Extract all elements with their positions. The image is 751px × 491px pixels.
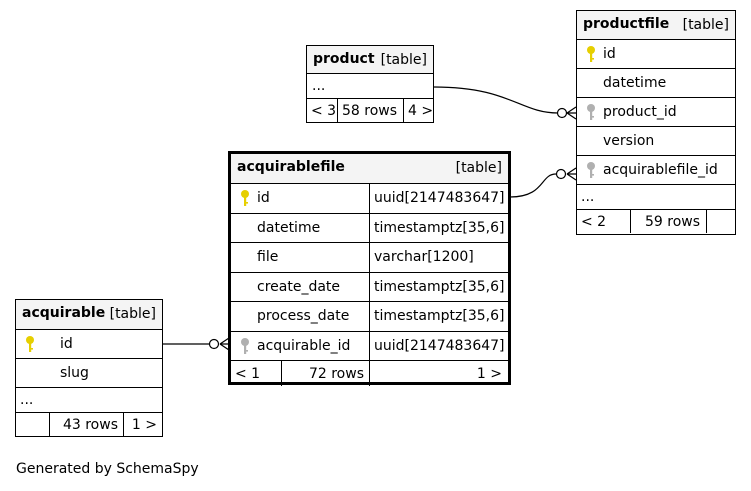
column-name: file — [257, 249, 279, 266]
column-name: process_date — [257, 308, 350, 325]
table-name: product — [313, 51, 375, 67]
link-optional-marker — [208, 338, 220, 350]
column-row[interactable]: process_date timestamptz[35,6] — [231, 302, 508, 332]
column-row[interactable]: id uuid[2147483647] — [231, 184, 508, 214]
column-row[interactable]: acquirable_id uuid[2147483647] — [231, 331, 508, 361]
children-count[interactable] — [706, 210, 707, 233]
column-name: slug — [60, 365, 89, 381]
column-name: acquirable_id — [257, 337, 351, 354]
table-acquirable[interactable]: acquirable [table] id slug ... 43 rows 1… — [15, 299, 163, 437]
table-footer: < 3 58 rows 4 > — [307, 99, 433, 122]
column-type: timestamptz[35,6] — [369, 272, 504, 301]
column-row[interactable]: datetime — [577, 69, 735, 98]
foreign-key-icon — [587, 104, 595, 120]
column-name: id — [257, 190, 270, 207]
parents-count[interactable]: < 2 — [581, 213, 607, 230]
table-footer: < 2 59 rows — [577, 210, 735, 233]
more-columns-row: ... — [16, 388, 162, 413]
column-name: acquirablefile_id — [603, 162, 718, 178]
foreign-key-icon — [241, 337, 249, 354]
column-row[interactable]: product_id — [577, 98, 735, 127]
more-columns-row: ... — [307, 74, 433, 99]
table-productfile[interactable]: productfile [table] id datetime product_… — [576, 10, 736, 235]
table-tag: [table] — [109, 306, 156, 322]
table-acquirablefile[interactable]: acquirablefile [table] id uuid[214748364… — [228, 151, 511, 386]
link-crowfoot-marker — [566, 106, 577, 120]
row-count: 72 rows — [281, 361, 369, 386]
column-type: timestamptz[35,6] — [369, 213, 504, 242]
link-crowfoot-marker — [219, 337, 230, 351]
column-name: create_date — [257, 278, 341, 295]
parents-count[interactable]: < 3 — [311, 102, 337, 119]
table-footer: < 1 72 rows 1 > — [231, 361, 508, 386]
children-count[interactable]: 1 > — [369, 361, 508, 386]
foreign-key-icon — [587, 162, 595, 178]
column-row[interactable]: id — [577, 40, 735, 69]
column-name: product_id — [603, 104, 677, 120]
generated-by-label: Generated by SchemaSpy — [16, 461, 199, 477]
primary-key-icon — [587, 46, 595, 62]
more-columns-row: ... — [577, 185, 735, 210]
parents-count[interactable]: < 1 — [235, 365, 261, 382]
table-footer: 43 rows 1 > — [16, 413, 162, 436]
table-name: acquirablefile — [237, 159, 345, 175]
link-acquirablefile-productfile — [509, 173, 557, 198]
table-header[interactable]: product [table] — [307, 46, 433, 74]
table-header[interactable]: acquirablefile [table] — [231, 154, 508, 184]
link-optional-marker — [555, 168, 567, 180]
more-columns: ... — [581, 189, 595, 205]
column-row[interactable]: slug — [16, 359, 162, 388]
table-tag: [table] — [380, 52, 427, 68]
column-type: uuid[2147483647] — [369, 331, 505, 360]
column-row[interactable]: file varchar[1200] — [231, 243, 508, 273]
table-name: acquirable — [22, 305, 106, 321]
column-row[interactable]: acquirablefile_id — [577, 156, 735, 185]
primary-key-icon — [241, 190, 249, 207]
primary-key-icon — [26, 336, 34, 352]
row-count: 43 rows — [49, 413, 123, 436]
column-name: datetime — [257, 219, 321, 236]
column-row[interactable]: create_date timestamptz[35,6] — [231, 272, 508, 302]
table-name: productfile — [583, 16, 670, 32]
more-columns: ... — [312, 78, 326, 94]
column-name: id — [603, 46, 616, 62]
column-type: timestamptz[35,6] — [369, 302, 504, 331]
column-type: varchar[1200] — [369, 243, 474, 272]
column-name: id — [60, 336, 73, 352]
column-name: version — [603, 133, 655, 149]
column-row[interactable]: id — [16, 330, 162, 359]
table-header[interactable]: productfile [table] — [577, 11, 735, 40]
column-type: uuid[2147483647] — [369, 184, 505, 213]
table-product[interactable]: product [table] ... < 3 58 rows 4 > — [306, 45, 434, 123]
row-count: 59 rows — [630, 210, 700, 233]
column-name: datetime — [603, 75, 667, 91]
row-count: 58 rows — [337, 99, 397, 122]
children-count[interactable]: 1 > — [123, 413, 162, 436]
column-row[interactable]: datetime timestamptz[35,6] — [231, 213, 508, 243]
column-row[interactable]: version — [577, 127, 735, 156]
link-product-productfile — [433, 86, 559, 114]
table-tag: [table] — [455, 160, 502, 176]
table-header[interactable]: acquirable [table] — [16, 300, 162, 330]
children-count[interactable]: 4 > — [403, 99, 433, 122]
more-columns: ... — [20, 392, 34, 408]
table-tag: [table] — [682, 17, 729, 33]
link-optional-marker — [556, 107, 568, 119]
link-crowfoot-marker — [566, 167, 577, 181]
